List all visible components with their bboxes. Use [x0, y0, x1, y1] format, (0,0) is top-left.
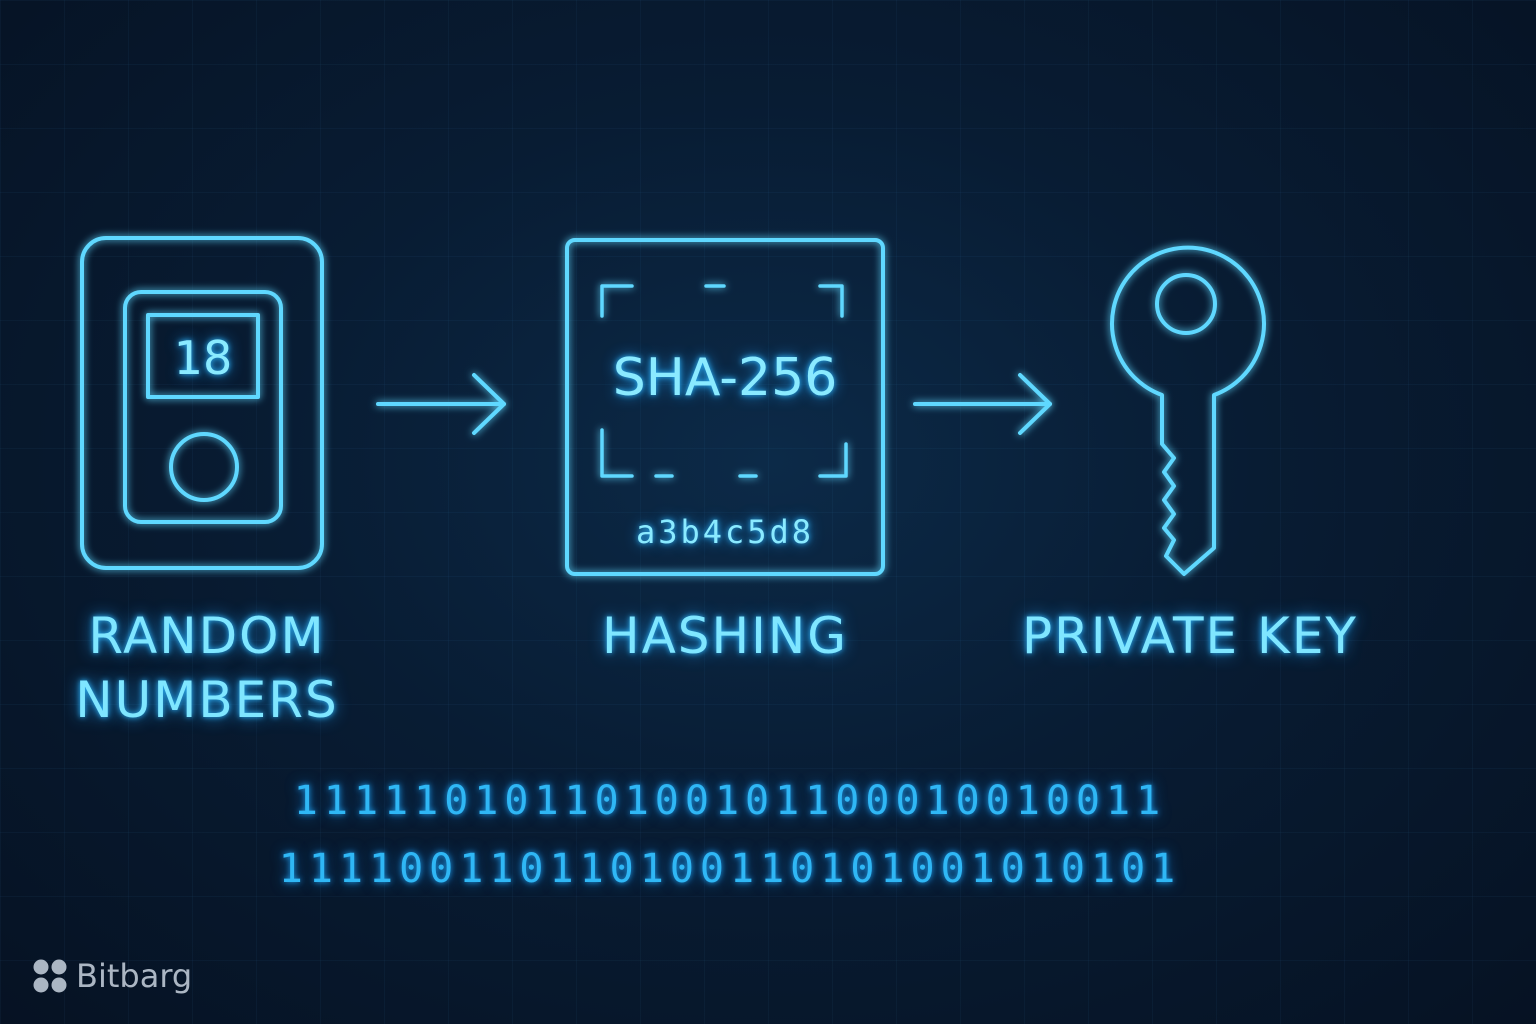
binary-line-2: 111100110110100110101001010101 — [278, 846, 1182, 892]
step-label-private-key: PRIVATE KEY — [1022, 607, 1358, 665]
random-number-display: 18 — [173, 331, 233, 385]
arrow-right-icon — [913, 373, 1052, 435]
brand-name: Bitbarg — [76, 957, 193, 995]
label-line-1: RANDOM — [88, 607, 326, 665]
hash-box-icon — [565, 238, 885, 576]
label-line-2: NUMBERS — [75, 671, 339, 729]
step-label-random-numbers: RANDOM NUMBERS — [42, 604, 372, 732]
key-icon — [1110, 245, 1266, 576]
hash-preview: a3b4c5d8 — [635, 513, 815, 551]
bitbarg-logo-icon — [33, 959, 67, 993]
random-number-device-icon — [80, 236, 324, 570]
binary-line-1: 11111010110100101100010010011 — [293, 778, 1167, 824]
algorithm-name: SHA-256 — [612, 348, 838, 408]
arrow-right-icon — [376, 373, 506, 435]
step-label-hashing: HASHING — [601, 607, 849, 665]
brand-watermark: Bitbarg — [30, 956, 192, 996]
